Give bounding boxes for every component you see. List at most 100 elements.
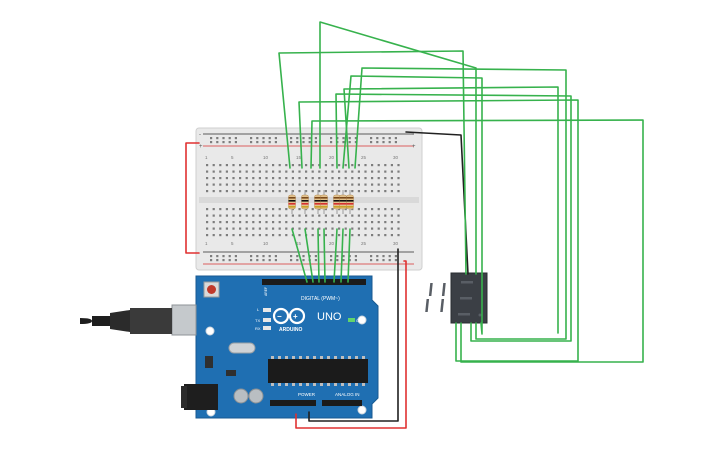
breadboard-hole [318,177,321,180]
breadboard-hole [291,221,294,224]
breadboard-hole [384,164,387,167]
breadboard-hole [384,170,387,173]
breadboard-hole [239,164,242,167]
wire-green[interactable] [319,21,477,275]
resistor[interactable] [333,190,341,214]
breadboard-hole [258,177,261,180]
power-header[interactable] [270,400,316,406]
bb-number: 15 [296,155,302,160]
breadboard-hole [338,164,341,167]
breadboard-hole [324,170,327,173]
breadboard-hole [245,170,248,173]
bb-number: 20 [329,155,335,160]
seven-segment-icon[interactable] [425,272,488,324]
breadboard-hole [311,234,314,237]
breadboard-hole [344,170,347,173]
breadboard[interactable]: 1 5 10 15 20 25 30 1 5 10 15 20 25 30 - … [195,127,423,271]
breadboard-hole [265,183,268,186]
breadboard-hole [210,259,213,262]
on-label: ON [356,319,362,323]
digital-header[interactable] [262,279,366,285]
model-label: UNO [317,311,342,323]
breadboard-hole [377,177,380,180]
breadboard-hole [364,221,367,224]
breadboard-hole [212,177,215,180]
breadboard-hole [265,164,268,167]
resistor[interactable] [288,190,296,214]
breadboard-hole [357,183,360,186]
wire-red[interactable] [185,142,200,254]
led-rx [263,326,271,330]
breadboard-hole [232,208,235,211]
breadboard-hole [245,234,248,237]
breadboard-hole [274,137,277,140]
wire-green[interactable] [323,228,326,283]
wire-green[interactable] [291,228,308,283]
wire-black[interactable] [308,248,399,422]
breadboard-hole [357,164,360,167]
breadboard-hole [376,141,379,144]
led-label: L [257,307,260,312]
wire-green[interactable] [343,86,559,334]
dc-power-jack[interactable] [181,384,218,410]
breadboard-hole [250,259,253,262]
wire-green[interactable] [317,228,320,283]
breadboard-hole [390,190,393,193]
chip-pin [355,356,358,359]
breadboard-hole [291,190,294,193]
wire-green[interactable] [304,228,314,283]
breadboard-hole [330,255,333,258]
breadboard-hole [351,234,354,237]
bb-number: 10 [263,241,269,246]
breadboard-hole [370,255,373,258]
breadboard-hole [351,183,354,186]
breadboard-hole [384,214,387,217]
wire-red[interactable] [295,260,407,429]
breadboard-hole [290,137,293,140]
analog-header[interactable] [322,400,362,406]
resistor-array[interactable] [288,190,354,214]
resistor[interactable] [320,190,328,214]
breadboard-hole [331,164,334,167]
wire-green[interactable] [342,75,483,335]
breadboard-hole [382,137,385,140]
breadboard-hole [256,255,259,258]
resistor[interactable] [314,190,322,214]
breadboard-hole [394,255,397,258]
breadboard-hole [390,164,393,167]
wire-green[interactable] [298,99,579,362]
resistor[interactable] [301,190,309,214]
wire-green[interactable] [347,228,351,283]
usb-plug-icon[interactable] [80,304,197,336]
breadboard-hole [382,141,385,144]
wire-green[interactable] [333,228,338,283]
chip-pin [278,383,281,386]
breadboard-hole [305,214,308,217]
breadboard-hole [305,221,308,224]
breadboard-hole [206,221,209,224]
reset-button-icon[interactable] [203,281,220,298]
breadboard-hole [285,170,288,173]
breadboard-hole [239,177,242,180]
chip-pin [327,356,330,359]
arduino-uno-board[interactable]: AREF DIGITAL (PWM~) L TX RX ON − + ARDUI… [195,275,379,419]
breadboard-hole [324,234,327,237]
breadboard-hole [397,177,400,180]
breadboard-hole [311,214,314,217]
breadboard-hole [308,141,311,144]
resistor[interactable] [339,190,347,214]
rail-plus-sign: + [412,144,416,150]
analog-label: ANALOG IN [335,392,360,397]
wire-green[interactable] [340,228,344,283]
breadboard-hole [371,208,374,211]
wire-green[interactable] [310,119,644,363]
breadboard-hole [377,221,380,224]
resistor[interactable] [346,190,354,214]
chip-pin [334,383,337,386]
wire-green[interactable] [278,50,467,275]
wire-green[interactable] [354,67,567,340]
wire-green[interactable] [335,93,572,342]
breadboard-hole [225,221,228,224]
breadboard-hole [371,190,374,193]
